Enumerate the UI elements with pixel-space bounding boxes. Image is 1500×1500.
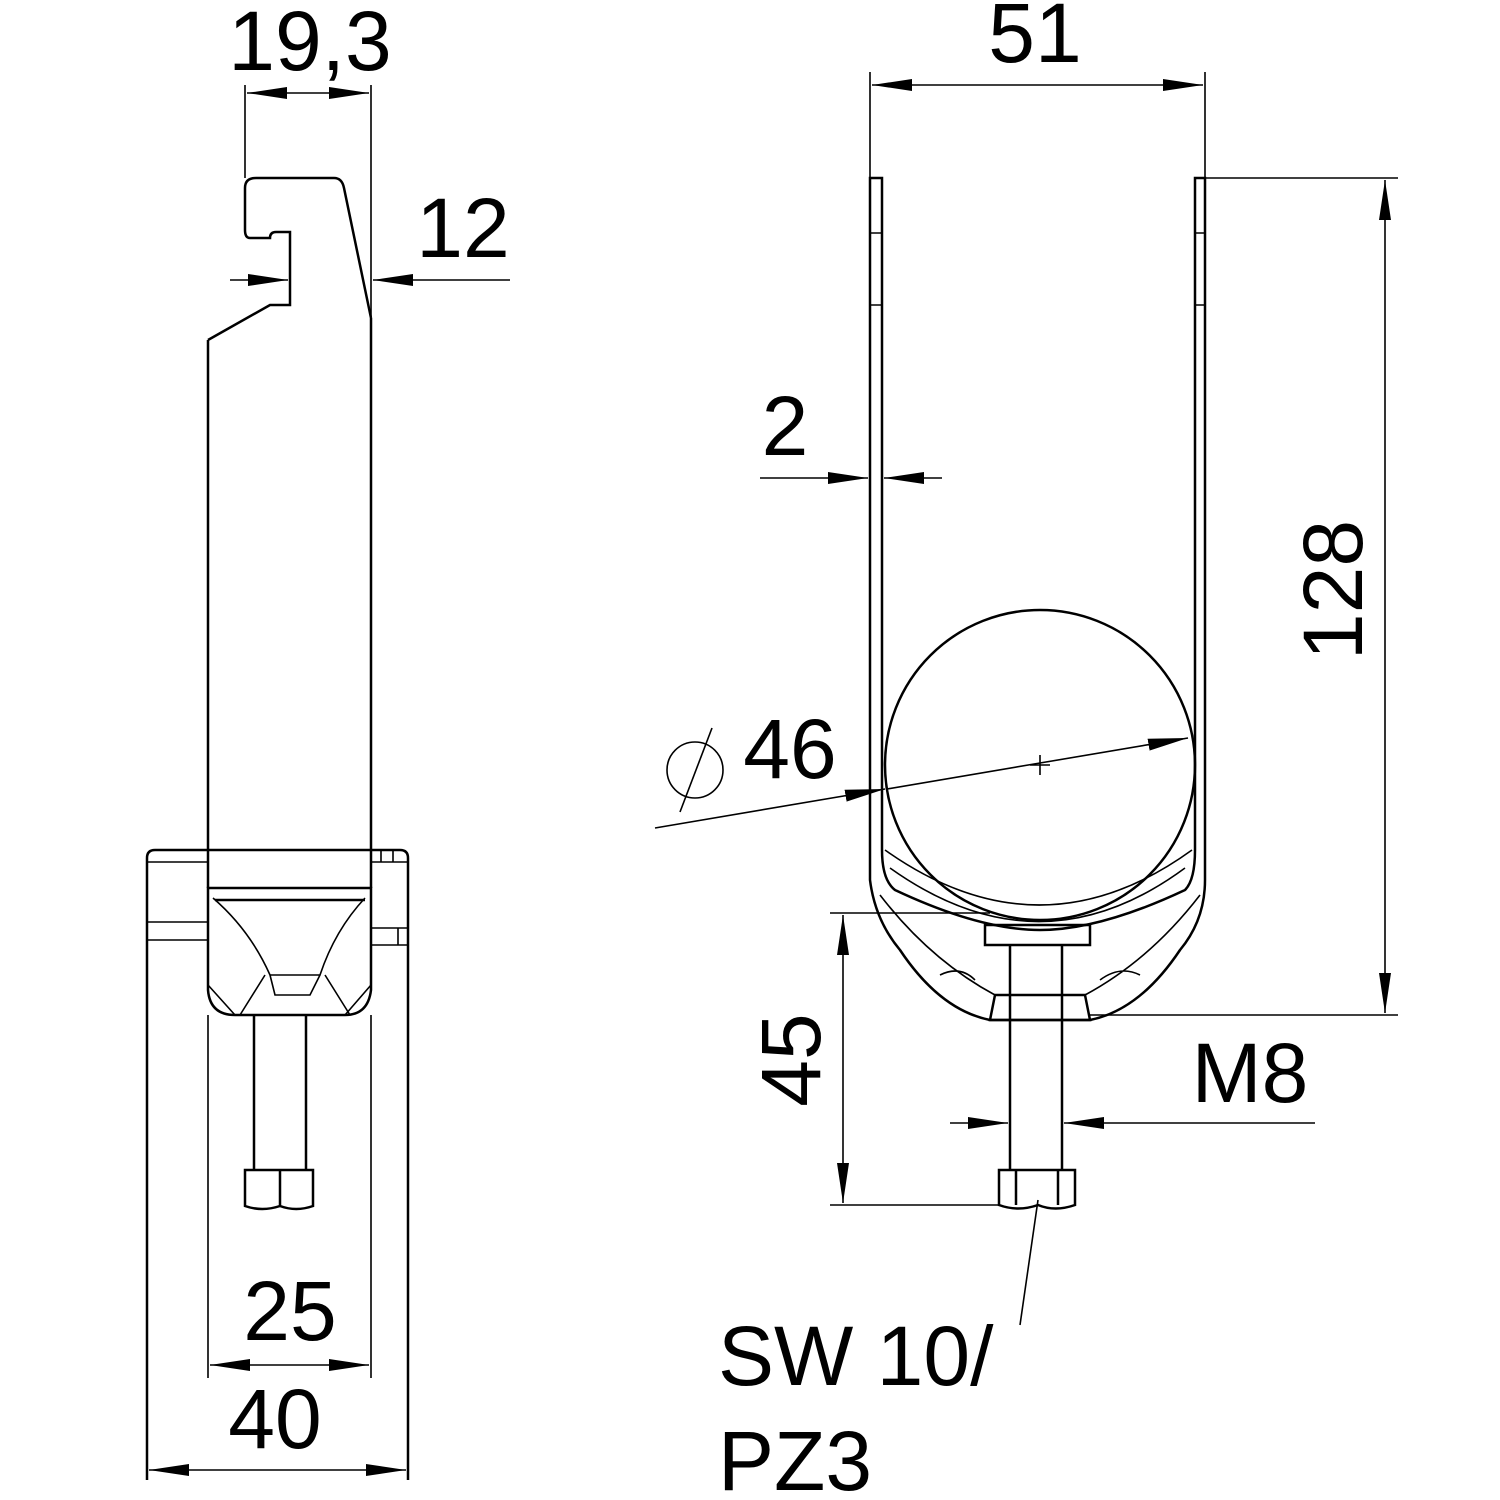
hook-body-outline	[206, 176, 373, 888]
front-view	[868, 176, 1207, 1210]
side-view	[145, 176, 410, 1480]
dim-bolt-length: 45	[744, 1013, 838, 1106]
base-plate	[145, 848, 410, 1480]
dim-height: 128	[1286, 520, 1380, 660]
cable-circle	[883, 608, 1197, 922]
dim-inner-width: 25	[243, 1264, 336, 1358]
dim-hook-depth: 12	[416, 181, 509, 275]
dimension-labels: 19,3 12 25 40 51 2 46 128 45 M8 SW 10/ P…	[228, 0, 1380, 1500]
clamp-outline	[868, 176, 1207, 1022]
bolt	[1008, 945, 1064, 1170]
nut	[243, 1168, 315, 1211]
cup	[206, 886, 373, 1017]
dim-base-width: 40	[228, 1372, 321, 1466]
diameter-icon	[666, 727, 724, 813]
saddle	[983, 923, 1092, 1022]
dim-thread: M8	[1192, 1026, 1309, 1120]
bolt	[252, 1015, 308, 1170]
drive-label-line1: SW 10/	[718, 1309, 994, 1403]
dim-diameter: 46	[743, 702, 836, 796]
dim-clamp-width: 51	[988, 0, 1081, 80]
dimension-lines	[149, 72, 1398, 1476]
dim-wall-thickness: 2	[762, 379, 809, 473]
leader-line	[1019, 1199, 1039, 1326]
dim-hook-width: 19,3	[228, 0, 392, 88]
drive-label-line2: PZ3	[718, 1414, 872, 1500]
